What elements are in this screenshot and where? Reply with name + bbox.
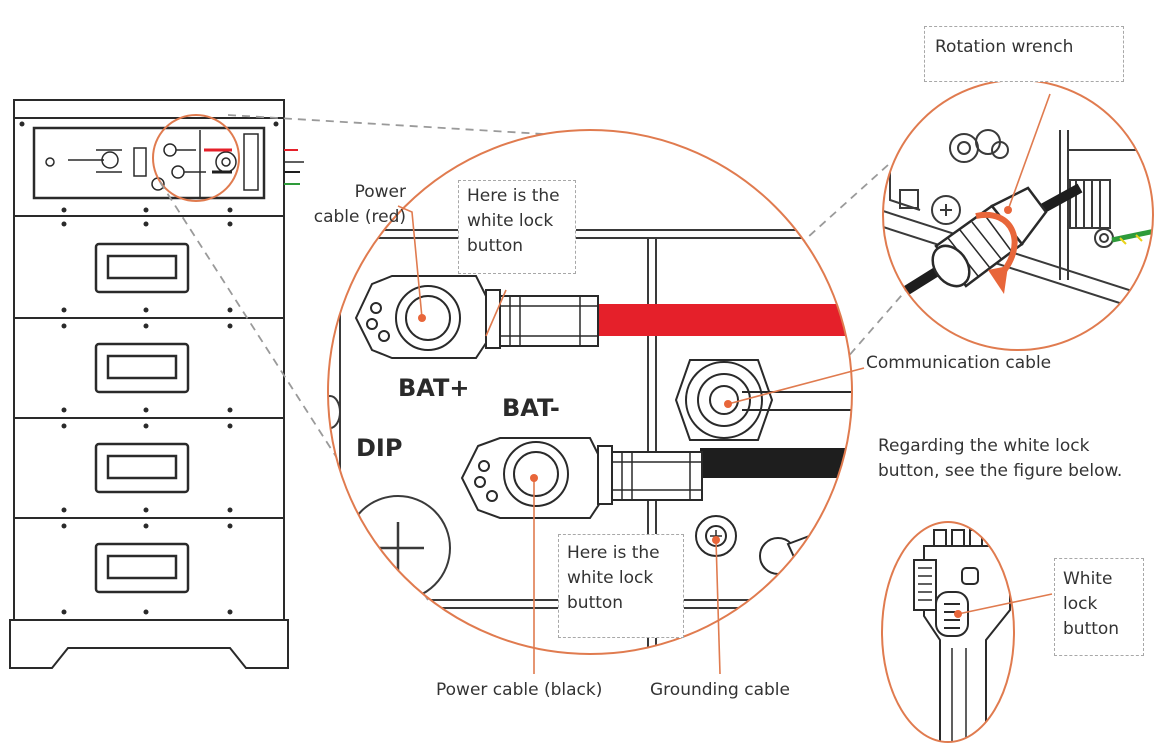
stack-cables xyxy=(204,148,304,185)
white-lock-button-label: White lock button xyxy=(1054,558,1144,656)
module-handle xyxy=(94,542,190,594)
zoom-big-circle xyxy=(327,129,853,655)
rotation-wrench-label: Rotation wrench xyxy=(924,26,1124,82)
bat-negative-terminal xyxy=(460,437,703,519)
control-panel-details xyxy=(45,130,259,198)
ground-cable xyxy=(799,541,852,561)
leader-dots xyxy=(418,206,1012,618)
leader-lines xyxy=(397,93,1053,675)
bat-positive-label: BAT+ xyxy=(398,374,469,402)
red-power-cable xyxy=(596,304,852,336)
black-power-cable xyxy=(700,448,852,478)
module-handle xyxy=(94,442,190,494)
module-handle xyxy=(94,242,190,294)
bat-negative-label: BAT- xyxy=(502,394,560,422)
regarding-note: Regarding the white lock button, see the… xyxy=(878,436,1123,481)
wrench-detail-view xyxy=(883,80,1153,350)
zoom-plug-ellipse xyxy=(881,521,1015,743)
communication-gland xyxy=(674,359,852,441)
plug-detail-view xyxy=(882,522,1014,742)
communication-cable-label: Communication cable xyxy=(866,353,1052,373)
battery-stack xyxy=(9,99,304,669)
lock-button-label-top: Here is the white lock button xyxy=(458,180,576,274)
module-handle xyxy=(94,342,190,394)
bat-positive-terminal xyxy=(354,275,599,359)
rotation-wrench xyxy=(931,186,1048,288)
zoom-source-circle xyxy=(152,114,240,202)
grounding-cable-label: Grounding cable xyxy=(650,680,790,700)
dip-label: DIP xyxy=(356,434,402,462)
power-cable-black-label: Power cable (black) xyxy=(436,680,603,700)
power-cable-red-label: Power cable (red) xyxy=(313,182,406,227)
lock-button-label-bottom: Here is the white lock button xyxy=(558,534,684,638)
